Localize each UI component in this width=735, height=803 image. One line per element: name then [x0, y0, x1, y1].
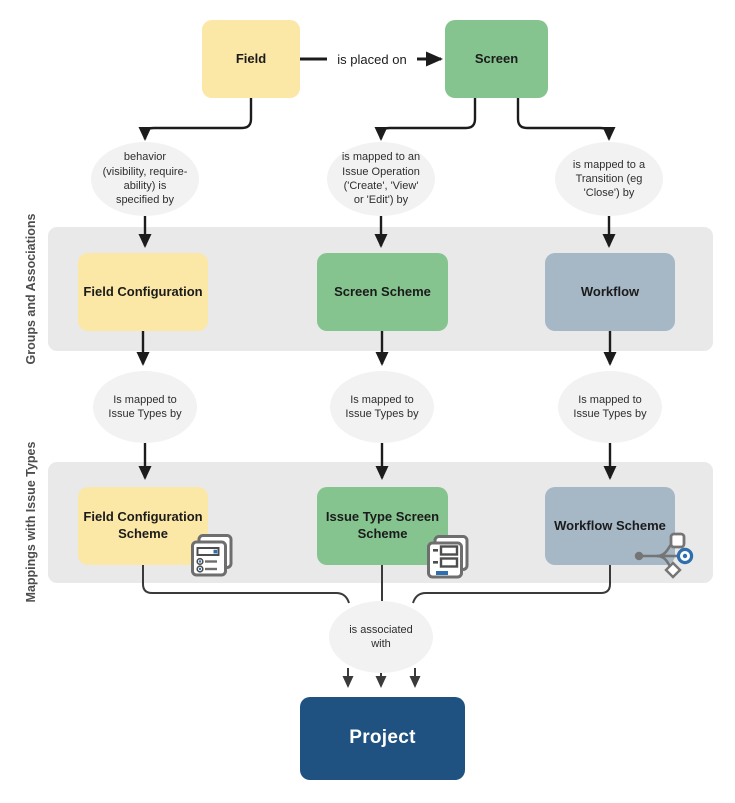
edge-workflow-scheme-to-associated — [412, 565, 611, 604]
issue-operation-ellipse: is mapped to an Issue Operation ('Create… — [327, 142, 435, 216]
behavior-ellipse: behavior (visibility, require- ability) … — [91, 142, 199, 216]
issue-types-ellipse-right: Is mapped to Issue Types by — [558, 371, 662, 443]
field-configuration-node: Field Configuration — [78, 253, 208, 331]
issue-types-ellipse-middle: Is mapped to Issue Types by — [330, 371, 434, 443]
screen-node: Screen — [445, 20, 548, 98]
project-node: Project — [300, 697, 465, 780]
field-node: Field — [202, 20, 300, 98]
edge-field-to-behavior — [138, 98, 253, 141]
edge-screen-to-issue-operation — [374, 98, 477, 141]
screen-scheme-node: Screen Scheme — [317, 253, 448, 331]
workflow-branch-icon — [631, 532, 697, 585]
associated-with-ellipse: is associated with — [329, 601, 433, 673]
screen-pages-icon — [424, 533, 472, 586]
edge-label-is-placed-on: is placed on — [327, 51, 417, 68]
workflow-node: Workflow — [545, 253, 675, 331]
issue-type-screen-scheme-node: Issue Type Screen Scheme — [317, 487, 448, 565]
field-configuration-scheme-node: Field Configuration Scheme — [78, 487, 208, 565]
issue-types-ellipse-left: Is mapped to Issue Types by — [93, 371, 197, 443]
workflow-scheme-node: Workflow Scheme — [545, 487, 675, 565]
transition-ellipse: is mapped to a Transition (eg 'Close') b… — [555, 142, 663, 216]
edge-field-configuration-scheme-to-associated — [142, 565, 350, 604]
edge-screen-to-transition — [516, 98, 616, 141]
form-pages-icon — [188, 532, 236, 585]
